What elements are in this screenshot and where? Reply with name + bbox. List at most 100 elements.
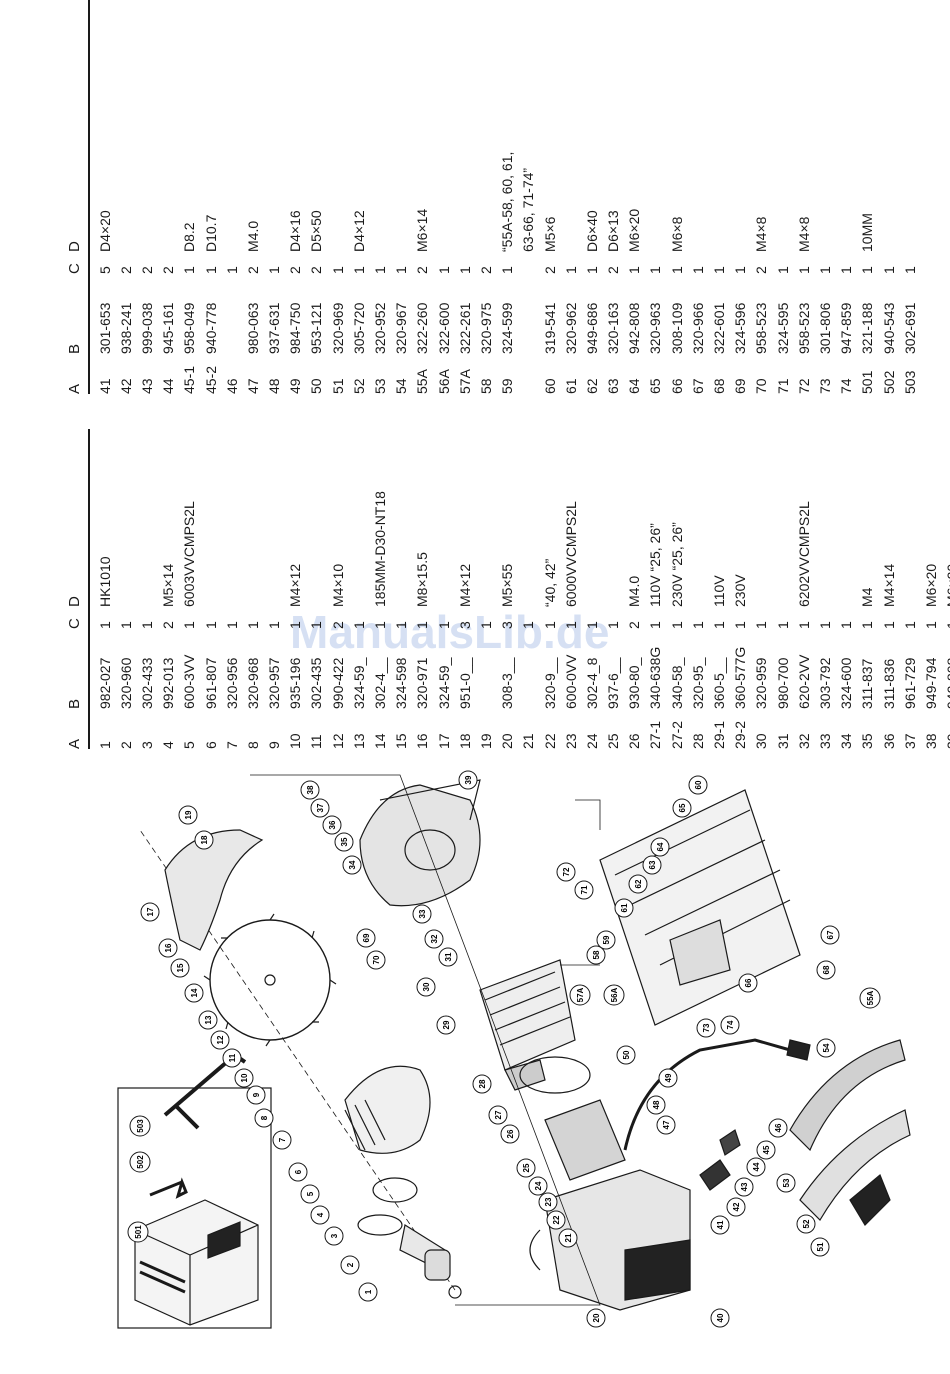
callout-45: 45 (756, 1140, 776, 1160)
cell-a: 46 (223, 378, 240, 394)
callout-60: 60 (688, 775, 708, 795)
cell-a: 38 (922, 733, 939, 749)
cell-d: M5×55 (499, 563, 516, 607)
cell-c: 1 (838, 621, 855, 629)
cell-d: “55A-58, 60, 61, (499, 151, 516, 252)
callout-label: 61 (620, 903, 629, 912)
cell-c: 1 (711, 266, 728, 274)
callout-62: 62 (628, 874, 648, 894)
cell-c: 2 (414, 266, 431, 274)
cell-d: 63-66, 71-74” (520, 167, 537, 252)
carrying-case-drawing (134, 1199, 259, 1326)
cell-b: 980-063 (244, 302, 261, 354)
callout-12: 12 (210, 1030, 230, 1050)
header-a: A (65, 738, 83, 749)
cell-d: 185MM-D30-NT18 (372, 491, 389, 607)
cell-c: 1 (944, 607, 950, 629)
cell-b: 340-58_ (668, 657, 685, 709)
cell-c: 1 (774, 621, 791, 629)
callout-65: 65 (672, 798, 692, 818)
cell-a: 16 (414, 733, 431, 749)
cell-a: 53 (372, 378, 389, 394)
cell-c: 2 (626, 621, 643, 629)
cell-c: 2 (308, 266, 325, 274)
cell-a: 68 (711, 378, 728, 394)
callout-label: 6 (294, 1169, 303, 1174)
cell-a: 45-2 (202, 365, 219, 394)
cell-c: 1 (838, 266, 855, 274)
callout-label: 33 (418, 909, 427, 918)
cell-a: 60 (541, 378, 558, 394)
header-rule (88, 429, 90, 749)
cell-b: 958-049 (181, 302, 198, 354)
callout-48: 48 (646, 1095, 666, 1115)
cell-b: 322-600 (435, 302, 452, 354)
cell-b: 311-836 (880, 658, 897, 709)
cell-a: 57A (456, 369, 473, 394)
cell-a: 26 (626, 733, 643, 749)
cell-a: 56A (435, 369, 452, 394)
cell-a: 6 (202, 741, 219, 749)
cell-b: 984-750 (287, 302, 304, 354)
callout-label: 15 (176, 963, 185, 972)
cell-c: 1 (795, 266, 812, 274)
cell-a: 13 (350, 733, 367, 749)
cell-c: 1 (372, 621, 389, 629)
callout-38: 38 (300, 780, 320, 800)
callout-label: 503 (136, 1119, 145, 1133)
cell-a: 27-2 (668, 720, 685, 749)
callout-61: 61 (614, 898, 634, 918)
callout-8: 8 (254, 1108, 274, 1128)
callout-37: 37 (310, 798, 330, 818)
header-a: A (65, 383, 83, 394)
cell-b: 320-952 (372, 302, 389, 354)
cell-c: 1 (223, 266, 240, 274)
callout-label: 3 (330, 1233, 339, 1238)
cell-b: 324-59_ (350, 657, 367, 709)
cell-d: M6×20 (944, 563, 950, 607)
cell-c: 1 (647, 266, 664, 274)
callout-label: 56A (610, 987, 619, 1002)
callout-label: 20 (592, 1313, 601, 1322)
cell-c: 1 (266, 621, 283, 629)
callout-44: 44 (746, 1157, 766, 1177)
cell-d: D4×20 (96, 210, 113, 252)
callout-label: 72 (562, 867, 571, 876)
callout-71: 71 (574, 880, 594, 900)
cell-b: 942-808 (944, 657, 950, 709)
callout-67: 67 (820, 925, 840, 945)
callout-label: 22 (552, 1215, 561, 1224)
callout-label: 28 (478, 1079, 487, 1088)
callout-label: 30 (422, 982, 431, 991)
cell-c: 1 (753, 621, 770, 629)
cell-d: M4×12 (287, 563, 304, 607)
cell-b: 935-196 (287, 657, 304, 709)
cell-a: 17 (435, 733, 452, 749)
cell-a: 29-1 (711, 720, 728, 749)
callout-label: 11 (228, 1053, 237, 1062)
cell-d: M4 (859, 587, 876, 607)
callout-label: 8 (260, 1115, 269, 1120)
callout-label: 17 (146, 907, 155, 916)
cell-d: 110V “25, 26” (647, 523, 664, 607)
callout-68: 68 (816, 960, 836, 980)
callout-label: 31 (444, 952, 453, 961)
callout-47: 47 (656, 1115, 676, 1135)
cell-b: 953-121 (308, 302, 325, 354)
cell-a: 62 (583, 378, 600, 394)
cell-b: 308-3__ (499, 657, 516, 709)
callout-28: 28 (472, 1074, 492, 1094)
